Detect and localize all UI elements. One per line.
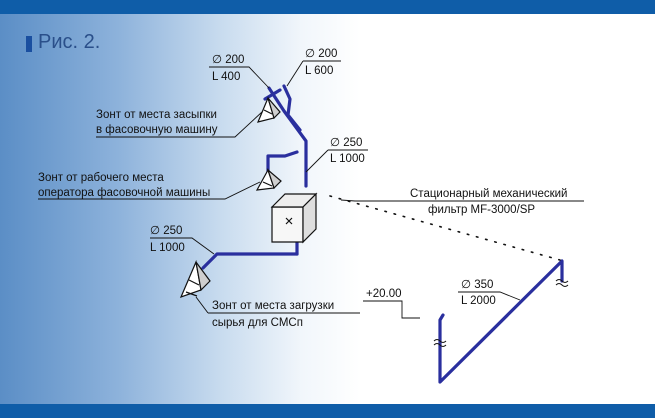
leader-hood-operator (38, 181, 261, 200)
dotted-connection (329, 195, 561, 261)
hoods (179, 96, 282, 299)
filter-line1: Стационарный механический (410, 188, 567, 200)
duct3-dia: ∅ 250 (330, 137, 362, 149)
duct5-dia: ∅ 350 (461, 279, 493, 291)
hood-fill-icon (256, 96, 281, 123)
filter-line2: фильтр MF-3000/SP (428, 204, 535, 216)
hood-load-line1: Зонт от места загрузки (212, 300, 334, 312)
duct-operator-line (266, 150, 299, 174)
duct2-len: L 600 (305, 65, 333, 77)
hood-operator-icon (255, 168, 282, 191)
filter-side (302, 192, 317, 244)
leader-hood-fill (96, 111, 263, 138)
elevation-mark (363, 300, 420, 319)
leader-duct1 (209, 66, 270, 89)
hood-operator-line1: Зонт от рабочего места (38, 172, 164, 184)
duct4-len: L 1000 (150, 242, 185, 254)
duct4-dia: ∅ 250 (150, 225, 182, 237)
figure-marker (26, 36, 32, 52)
duct-lower-line (201, 252, 299, 270)
leader-duct3-b (305, 149, 329, 173)
duct5-len: L 2000 (461, 295, 496, 307)
ductwork (201, 84, 564, 384)
filter-front (271, 206, 304, 243)
filter-box (270, 192, 318, 244)
duct3-len: L 1000 (330, 153, 365, 165)
duct-hood-fill-connector (263, 88, 282, 101)
hood-fill-line1: Зонт от места засыпки (96, 109, 217, 121)
leader-filter (340, 199, 584, 202)
elevation-label: +20.00 (366, 288, 402, 300)
duct-upper-line (267, 86, 308, 188)
hood-load-icon (179, 259, 211, 299)
duct1-len: L 400 (212, 71, 240, 83)
hood-fill-line2: в фасовочную машину (96, 124, 218, 136)
break-mark-right (555, 279, 569, 287)
bottom-band (0, 404, 655, 418)
leader-duct2-b (286, 60, 304, 87)
break-mark-left (433, 339, 447, 347)
hood-operator-line2: оператора фасовочной машины (38, 187, 210, 199)
leader-duct5 (458, 291, 521, 301)
duct1-dia: ∅ 200 (212, 54, 244, 66)
duct-upper-branch (282, 84, 302, 132)
top-band (0, 0, 655, 14)
labels: ∅ 200 L 400 ∅ 200 L 600 ∅ 250 L 1000 Зон… (38, 48, 567, 329)
leader-duct4 (150, 237, 215, 255)
hood-load-line2: сырья для СМСп (212, 317, 303, 329)
duct-outdoor-line (438, 259, 564, 384)
figure-title: Рис. 2. (38, 31, 101, 53)
break-marks (433, 279, 569, 347)
leader-hood-load-b (195, 296, 209, 314)
duct2-dia: ∅ 200 (305, 48, 337, 60)
leader-lines (38, 60, 584, 319)
